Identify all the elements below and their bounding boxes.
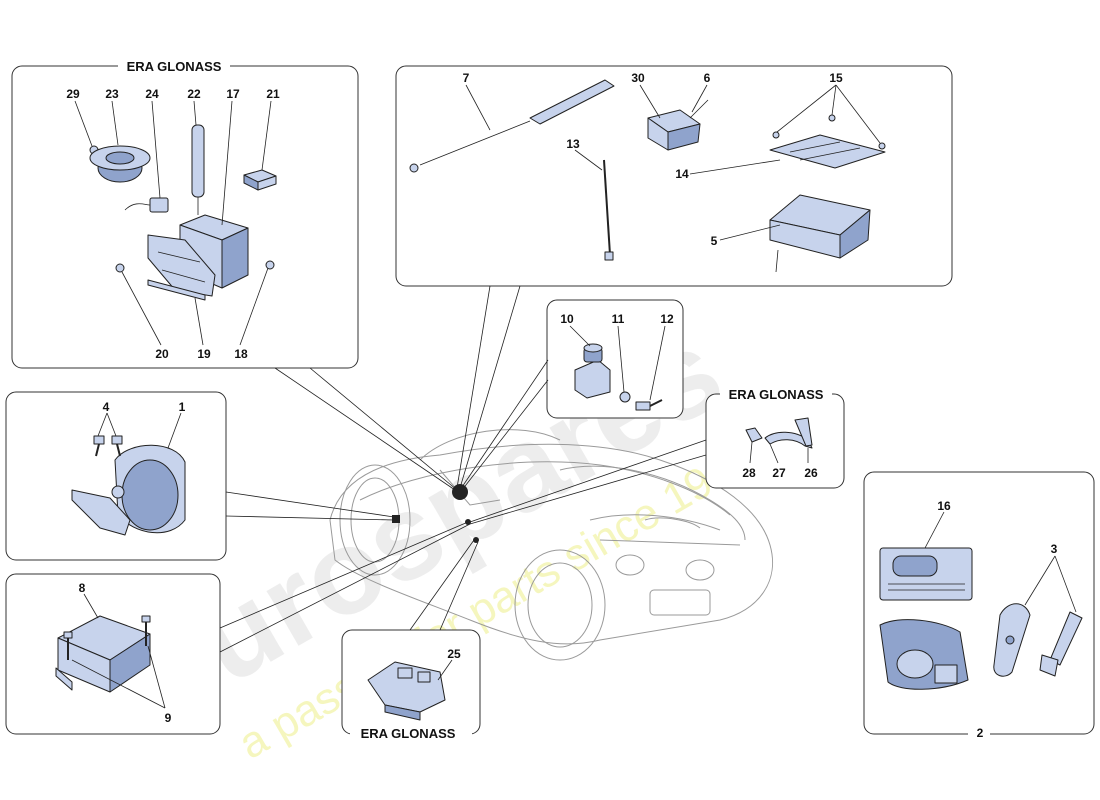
callout-25: 25 [447,647,461,661]
small-module-part [243,169,277,191]
key-fob-part [993,603,1031,677]
key-pouch-part [879,619,969,690]
callout-4: 4 [103,400,110,414]
panel-bottom-right: 16 3 2 [863,471,1095,740]
panel-era-glonass-top-left: ERA GLONASS [11,58,359,369]
panel-middle-small: 10 11 12 [546,299,684,419]
callout-14: 14 [675,167,689,181]
washer-part [619,391,631,403]
telematics-module-part [769,194,871,273]
bolts-part [93,435,123,457]
callout-3: 3 [1051,542,1058,556]
antenna-rod-part [409,79,615,173]
callout-10: 10 [560,312,574,326]
callout-6: 6 [704,71,711,85]
bracket-part [147,234,216,301]
callout-5: 5 [711,234,718,248]
bolt-part [635,399,663,411]
mechanical-key-part [1039,611,1083,677]
callout-20: 20 [155,347,169,361]
microphone-bracket-part [745,417,813,449]
callout-23: 23 [105,87,119,101]
sensor-part [574,343,611,399]
nut-part [265,260,275,270]
callout-29: 29 [66,87,80,101]
panel-title: ERA GLONASS [361,726,456,741]
callout-2: 2 [977,726,984,740]
control-unit-part [55,615,151,693]
callout-19: 19 [197,347,211,361]
callout-18: 18 [234,347,248,361]
callout-30: 30 [631,71,645,85]
callout-8: 8 [79,581,86,595]
callout-17: 17 [226,87,240,101]
module-box-part [179,214,249,289]
panel-left-mid: 4 1 [5,391,227,561]
callout-16: 16 [937,499,951,513]
speaker-part [89,145,151,183]
callout-7: 7 [463,71,470,85]
panel-era-glonass-bottom: 25 ERA GLONASS [341,629,481,742]
callout-1: 1 [179,400,186,414]
whip-antenna-part [603,159,614,261]
connector-part [124,197,169,213]
panel-title: ERA GLONASS [127,59,222,74]
callout-24: 24 [145,87,159,101]
gps-antenna-part [647,99,709,151]
panel-top-right: 7 30 6 15 13 14 5 [395,65,953,287]
callout-12: 12 [660,312,674,326]
callout-28: 28 [742,466,756,480]
callout-11: 11 [612,312,625,326]
mounting-bracket-part [769,114,886,169]
callout-21: 21 [266,87,280,101]
siren-part [71,444,186,536]
screw-part [115,263,125,273]
antenna-strip-part [191,124,205,215]
bracket-module-part [367,661,446,721]
key-card-part [879,547,973,601]
panel-left-bottom: 8 9 [5,573,221,735]
callout-22: 22 [187,87,201,101]
callout-13: 13 [566,137,580,151]
screws-part [63,615,151,660]
panel-title: ERA GLONASS [729,387,824,402]
connector-lines [219,285,707,653]
callout-27: 27 [772,466,786,480]
callout-26: 26 [804,466,818,480]
callout-15: 15 [829,71,843,85]
panel-era-glonass-right: ERA GLONASS 28 27 26 [705,386,845,489]
callout-9: 9 [165,711,172,725]
